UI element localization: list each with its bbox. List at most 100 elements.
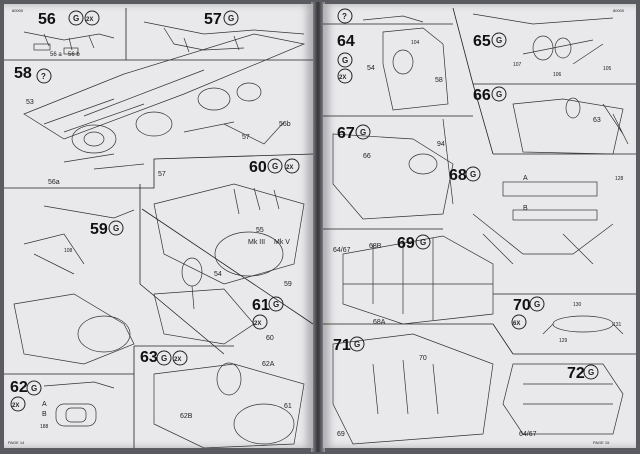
part-label: 94 <box>437 141 445 148</box>
step-66-drawing <box>512 97 629 155</box>
part-label: 56a <box>48 179 60 186</box>
part-label: 64/67 <box>519 431 537 438</box>
step-59-drawing <box>13 205 135 365</box>
svg-text:2X: 2X <box>286 165 293 171</box>
step-number: 65 <box>473 33 491 50</box>
glue-icon: G <box>529 296 545 312</box>
page-footer: PAGE 15 <box>593 440 610 445</box>
svg-text:2X: 2X <box>254 321 261 327</box>
svg-text:2X: 2X <box>174 357 181 363</box>
step-67-drawing <box>332 118 454 220</box>
part-label: 55 <box>256 227 264 234</box>
glue-icon: G <box>223 10 239 26</box>
help-icon: ? <box>36 68 52 84</box>
svg-text:6X: 6X <box>513 321 520 327</box>
part-label: 188 <box>40 424 49 430</box>
part-label: 56 b <box>68 52 80 58</box>
glue-icon: G <box>68 10 84 26</box>
glue-icon: G <box>108 220 124 236</box>
glue-icon: G <box>26 380 42 396</box>
step-71-drawing <box>332 333 494 445</box>
panel-divider <box>4 153 313 189</box>
part-label: B <box>42 411 47 418</box>
part-label: 104 <box>411 40 420 46</box>
svg-text:G: G <box>496 36 502 45</box>
svg-text:G: G <box>228 14 234 23</box>
repeat-qty-icon: 2X <box>284 158 300 174</box>
step-number: 63 <box>140 349 158 366</box>
step-number: 57 <box>204 11 222 28</box>
part-label: 57 <box>242 134 250 141</box>
svg-text:G: G <box>360 128 366 137</box>
glue-icon: G <box>583 364 599 380</box>
step-69-drawing <box>342 235 494 325</box>
step-63-drawing <box>153 362 305 448</box>
panel-divider <box>323 323 514 355</box>
step-number: 67 <box>337 125 355 142</box>
part-label: 61 <box>284 403 292 410</box>
step-60-drawing <box>153 183 305 285</box>
repeat-qty-icon: 2X <box>10 396 26 412</box>
left-instruction-page: 80000 PAGE 14 56 57 58 59 60 61 62 63 G … <box>4 4 313 448</box>
step-70-drawing <box>542 315 624 335</box>
part-label: 54 <box>214 271 222 278</box>
step-number: 56 <box>38 11 56 28</box>
step-57-drawing <box>143 21 305 53</box>
part-label: 68B <box>369 243 382 250</box>
step-61-drawing <box>153 257 255 345</box>
step-number: 71 <box>333 337 351 354</box>
part-label: 105 <box>603 66 612 72</box>
part-label: A <box>523 175 528 182</box>
book-spine <box>311 2 325 452</box>
help-icon: ? <box>337 8 353 24</box>
repeat-qty-icon: 2X <box>252 314 268 330</box>
svg-text:G: G <box>496 90 502 99</box>
step-62-drawing <box>43 381 115 427</box>
repeat-qty-icon: 6X <box>511 314 527 330</box>
svg-text:G: G <box>534 300 540 309</box>
svg-text:G: G <box>272 162 278 171</box>
svg-text:G: G <box>31 384 37 393</box>
svg-text:G: G <box>113 224 119 233</box>
step-number: 72 <box>567 365 585 382</box>
part-label: Mk V <box>274 239 290 246</box>
part-label: 59 <box>284 281 292 288</box>
glue-icon: G <box>415 234 431 250</box>
part-label: 107 <box>513 62 522 68</box>
glue-icon: G <box>491 32 507 48</box>
glue-icon: G <box>337 52 353 68</box>
step-number: 62 <box>10 379 28 396</box>
glue-icon: G <box>349 336 365 352</box>
step-58-drawing <box>23 33 306 170</box>
glue-icon: G <box>268 296 284 312</box>
repeat-qty-icon: 2X <box>84 10 100 26</box>
part-label: 57 <box>158 171 166 178</box>
step-number: 70 <box>513 297 531 314</box>
svg-text:G: G <box>273 300 279 309</box>
step-number: 58 <box>14 65 32 82</box>
repeat-qty-icon: 2X <box>337 68 353 84</box>
step-65-drawing <box>472 13 614 65</box>
svg-text:2X: 2X <box>339 75 346 81</box>
svg-text:G: G <box>354 340 360 349</box>
svg-text:G: G <box>470 170 476 179</box>
page-header-code: 80000 <box>12 8 24 13</box>
part-label: 129 <box>559 338 568 344</box>
glue-icon: G <box>267 158 283 174</box>
step-number: 66 <box>473 87 491 104</box>
step-number: 69 <box>397 235 415 252</box>
step-number: 60 <box>249 159 267 176</box>
part-label: 108 <box>64 248 73 254</box>
svg-text:G: G <box>73 14 79 23</box>
part-label: 131 <box>613 322 622 328</box>
panel-divider <box>141 208 313 325</box>
part-label: 128 <box>615 176 624 182</box>
part-label: 106 <box>553 72 562 78</box>
glue-icon: G <box>491 86 507 102</box>
part-label: 60 <box>266 335 274 342</box>
svg-text:?: ? <box>41 72 46 81</box>
step-number: 59 <box>90 221 108 238</box>
step-68-drawing <box>472 181 614 265</box>
part-label: 56 a <box>50 52 62 58</box>
part-label: A <box>42 401 47 408</box>
